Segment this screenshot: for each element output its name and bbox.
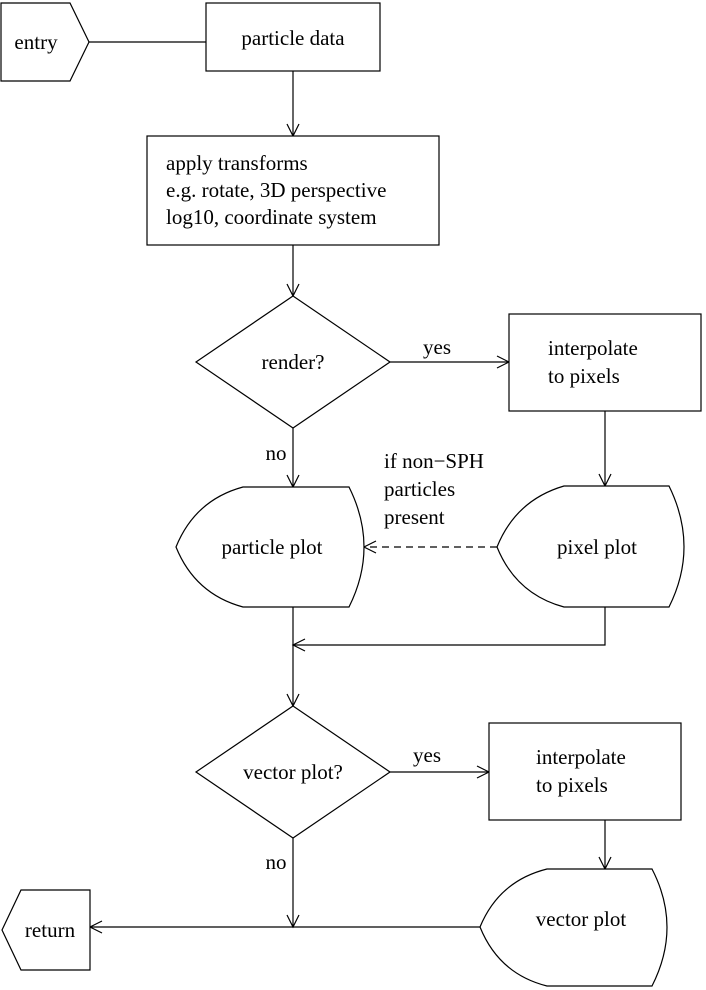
non-sph-line-3: present (384, 505, 445, 529)
connector-pixel-to-merge (293, 607, 606, 646)
node-return: return (1, 889, 91, 971)
interpolate-render-line-1: interpolate (548, 336, 638, 360)
return-terminal (1, 889, 91, 971)
edge-labels: yes no if non−SPH particles present yes … (266, 335, 484, 874)
node-interpolate-render: interpolate to pixels (508, 313, 702, 412)
render-decision-diamond (194, 295, 392, 429)
render-no-label: no (266, 441, 287, 465)
entry-terminal (0, 2, 90, 82)
non-sph-line-2: particles (384, 477, 455, 501)
vector-decision-label: vector plot? (243, 760, 343, 784)
node-pixel-plot: pixel plot (496, 485, 685, 608)
node-vector-plot: vector plot (479, 868, 668, 987)
pixel-plot-label: pixel plot (557, 535, 637, 559)
node-particle-plot: particle plot (175, 486, 365, 608)
node-entry: entry (0, 2, 90, 82)
particle-plot-label: particle plot (222, 535, 323, 559)
vector-plot-display (479, 868, 668, 987)
transforms-line-3: log10, coordinate system (166, 205, 377, 229)
transforms-line-1: apply transforms (166, 151, 308, 175)
transforms-box (146, 135, 440, 246)
interpolate-vector-line-1: interpolate (536, 745, 626, 769)
render-decision-label: render? (262, 350, 325, 374)
non-sph-line-1: if non−SPH (384, 449, 484, 473)
node-interpolate-vector: interpolate to pixels (488, 722, 682, 821)
connectors (88, 41, 612, 934)
interpolate-render-line-2: to pixels (548, 364, 620, 388)
interpolate-vector-box (488, 722, 682, 821)
particle-data-label: particle data (241, 26, 345, 50)
node-particle-data: particle data (205, 2, 381, 72)
vector-no-label: no (266, 850, 287, 874)
render-yes-label: yes (423, 335, 451, 359)
vector-plot-label: vector plot (536, 907, 627, 931)
transforms-line-2: e.g. rotate, 3D perspective (166, 178, 386, 202)
particle-data-box (205, 2, 381, 72)
particle-plot-display (175, 486, 365, 608)
node-vector-decision: vector plot? (194, 705, 392, 839)
node-transforms: apply transforms e.g. rotate, 3D perspec… (146, 135, 440, 246)
node-render-decision: render? (194, 295, 392, 429)
interpolate-vector-line-2: to pixels (536, 773, 608, 797)
pixel-plot-display (496, 485, 685, 608)
vector-yes-label: yes (413, 743, 441, 767)
entry-label: entry (14, 30, 58, 54)
interpolate-render-box (508, 313, 702, 412)
vector-decision-diamond (194, 705, 392, 839)
return-label: return (25, 918, 76, 942)
